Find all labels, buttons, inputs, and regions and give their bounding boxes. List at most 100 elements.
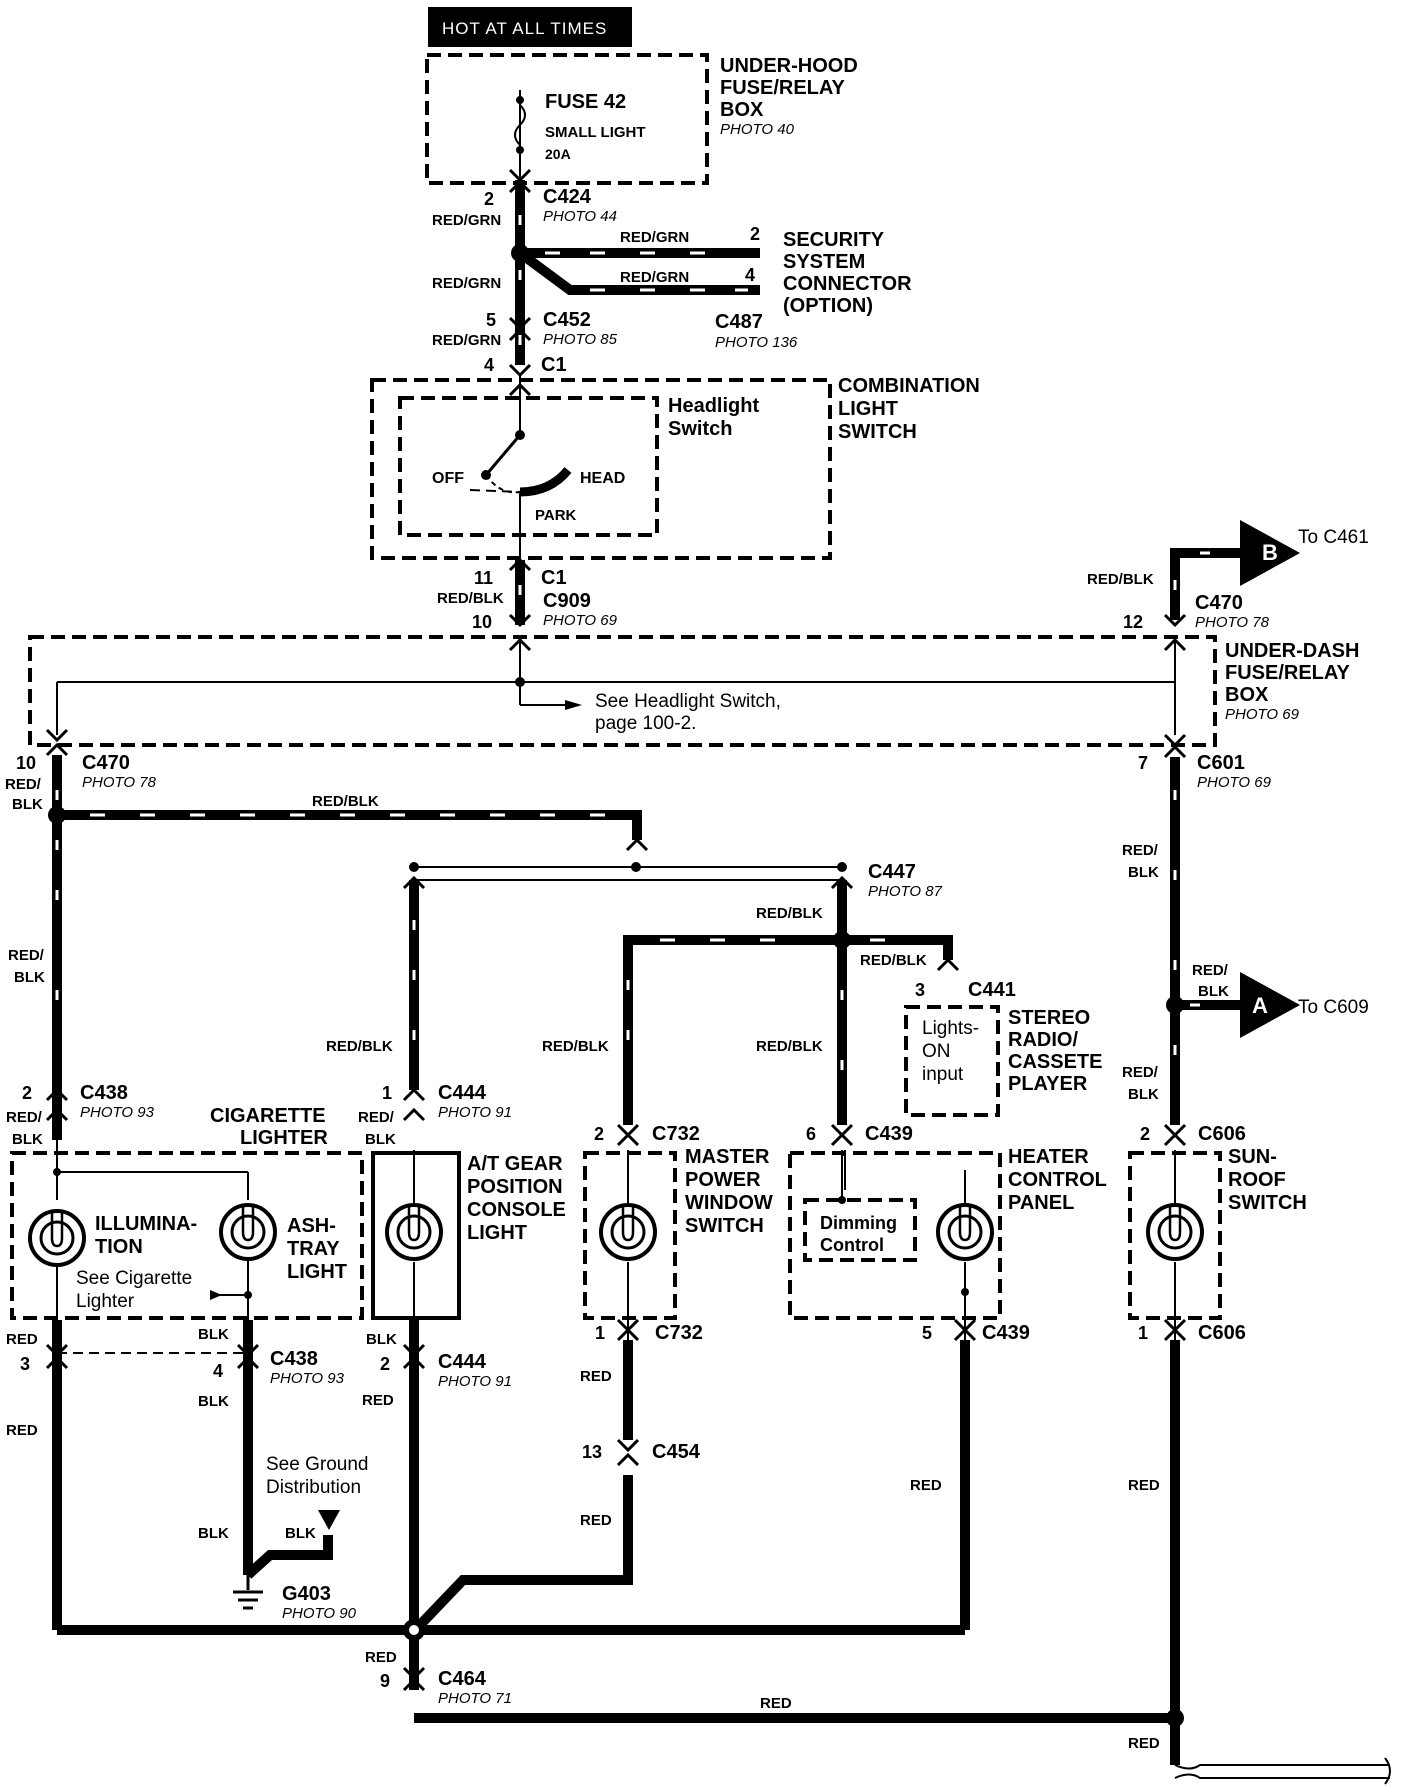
hot-at-all-times-badge [428,7,632,47]
ashtray-bulb-icon [219,1203,277,1261]
to-b-label: To C461 [1298,527,1369,548]
bottom-right-red: RED [1128,1735,1160,1752]
c438-bottom-red2: RED [6,1422,38,1439]
right-wire-upper1: RED/ [1122,842,1159,859]
c438-top-pin: 2 [22,1083,32,1103]
headlight-ref-arrow-icon [565,700,582,710]
illum-line2: TION [95,1236,143,1258]
c444-top-pin: 1 [382,1083,392,1103]
c439-top-pin: 6 [806,1124,816,1144]
fuse-rating: 20A [545,146,571,162]
at-gear-line4: LIGHT [467,1222,527,1244]
c606-top-id: C606 [1198,1123,1246,1145]
illumination-bulb-icon [28,1209,86,1267]
c438-top-wire2: BLK [12,1131,43,1148]
ground-see2: Distribution [266,1477,361,1498]
c444-bottom-pin: 2 [380,1354,390,1374]
comb-line3: SWITCH [838,421,917,443]
c606-bottom-pin: 1 [1138,1323,1148,1343]
c470-left-id: C470 [82,752,130,774]
under-hood-line3: BOX [720,99,764,121]
c732-bottom-red: RED [580,1368,612,1385]
cig-see1: See Cigarette [76,1268,192,1289]
master-line4: SWITCH [685,1215,764,1237]
security-line1: SECURITY [783,229,885,251]
c441-pin: 3 [915,980,925,1000]
headlight-note-line2: page 100-2. [595,713,696,734]
c424-id: C424 [543,186,592,208]
c438-bottom-pin-red: 3 [20,1354,30,1374]
under-dash-box-outline [28,635,1217,747]
right-wire-lower1: RED/ [1122,1064,1159,1081]
junctions [48,96,1184,1727]
c601-id: C601 [1197,752,1245,774]
c470-right-wire: RED/BLK [1087,571,1154,588]
c452-pin: 5 [486,310,496,330]
comb-line1: COMBINATION [838,375,980,397]
switch-head: HEAD [580,470,625,487]
c732-bottom-pin: 1 [595,1323,605,1343]
ground-photo: PHOTO 90 [282,1605,357,1622]
c452-id: C452 [543,309,591,331]
headlight-line1: Headlight [668,395,759,417]
stereo-input1: Lights- [922,1018,979,1039]
thin-wires [56,90,1176,1340]
master-line3: WINDOW [685,1192,773,1214]
stereo-input-outline [904,1005,1000,1117]
c470-right-id: C470 [1195,592,1243,614]
c447-photo: PHOTO 87 [868,883,943,900]
c732-top-pin: 2 [594,1124,604,1144]
c438-bottom-pin-blk: 4 [213,1361,223,1381]
c444-top-wire2: BLK [365,1131,396,1148]
sunroof-line1: SUN- [1228,1146,1277,1168]
c601-photo: PHOTO 69 [1197,774,1272,791]
comb-conn-bottom: C1 [541,567,567,589]
master-line1: MASTER [685,1146,770,1168]
comb-pin-bottom: 11 [474,568,493,588]
wire-stripes [55,215,1210,1070]
c438-bottom-red: RED [6,1331,38,1348]
right-wire-toa1: RED/ [1192,962,1229,979]
c444-bottom-id: C444 [438,1351,487,1373]
hot-label: HOT AT ALL TIMES [442,19,607,38]
stereo-input3: input [922,1064,964,1085]
headlight-switch-outline [398,396,659,537]
ground-id: G403 [282,1583,331,1605]
right-wire-toa2: BLK [1198,983,1229,1000]
security-pin-bottom: 4 [745,265,755,285]
c606-bottom-red: RED [1128,1477,1160,1494]
security-line4: (OPTION) [783,295,873,317]
c606-top-pin: 2 [1140,1124,1150,1144]
comb-pin-top: 4 [484,355,494,375]
ground-blk1: BLK [198,1525,229,1542]
security-line3: CONNECTOR [783,273,912,295]
c438-bottom-blk: BLK [198,1326,229,1343]
illum-line1: ILLUMINA- [95,1213,197,1235]
security-left-wire: RED/GRN [432,275,501,292]
under-dash-line2: FUSE/RELAY [1225,662,1351,684]
c732-bottom-id: C732 [655,1322,703,1344]
ground-blk2: BLK [285,1525,316,1542]
c439-bottom-id: C439 [982,1322,1030,1344]
switch-off: OFF [432,470,464,487]
comb-conn-top: C1 [541,354,567,376]
c470-left-wire1: RED/ [5,776,42,793]
c606-bottom-id: C606 [1198,1322,1246,1344]
stereo-line1: STEREO [1008,1007,1090,1029]
left-vert-wire1: RED/ [8,947,45,964]
c487-photo: PHOTO 136 [715,334,798,351]
to-b-flag-icon [1240,520,1300,586]
security-pin-top: 2 [750,224,760,244]
splice-center [409,1625,419,1635]
ground-triangle-icon [318,1510,340,1530]
sunroof-outline [1128,1151,1222,1320]
master-line2: POWER [685,1169,761,1191]
stereo-input2: ON [922,1041,951,1062]
c438-top-photo: PHOTO 93 [80,1104,155,1121]
c464-photo: PHOTO 71 [438,1690,512,1707]
dimming-line1: Dimming [820,1213,897,1233]
combination-switch-outline [370,378,832,560]
c487-id: C487 [715,311,763,333]
at-gear-line2: POSITION [467,1176,563,1198]
right-wire-lower2: BLK [1128,1086,1159,1103]
